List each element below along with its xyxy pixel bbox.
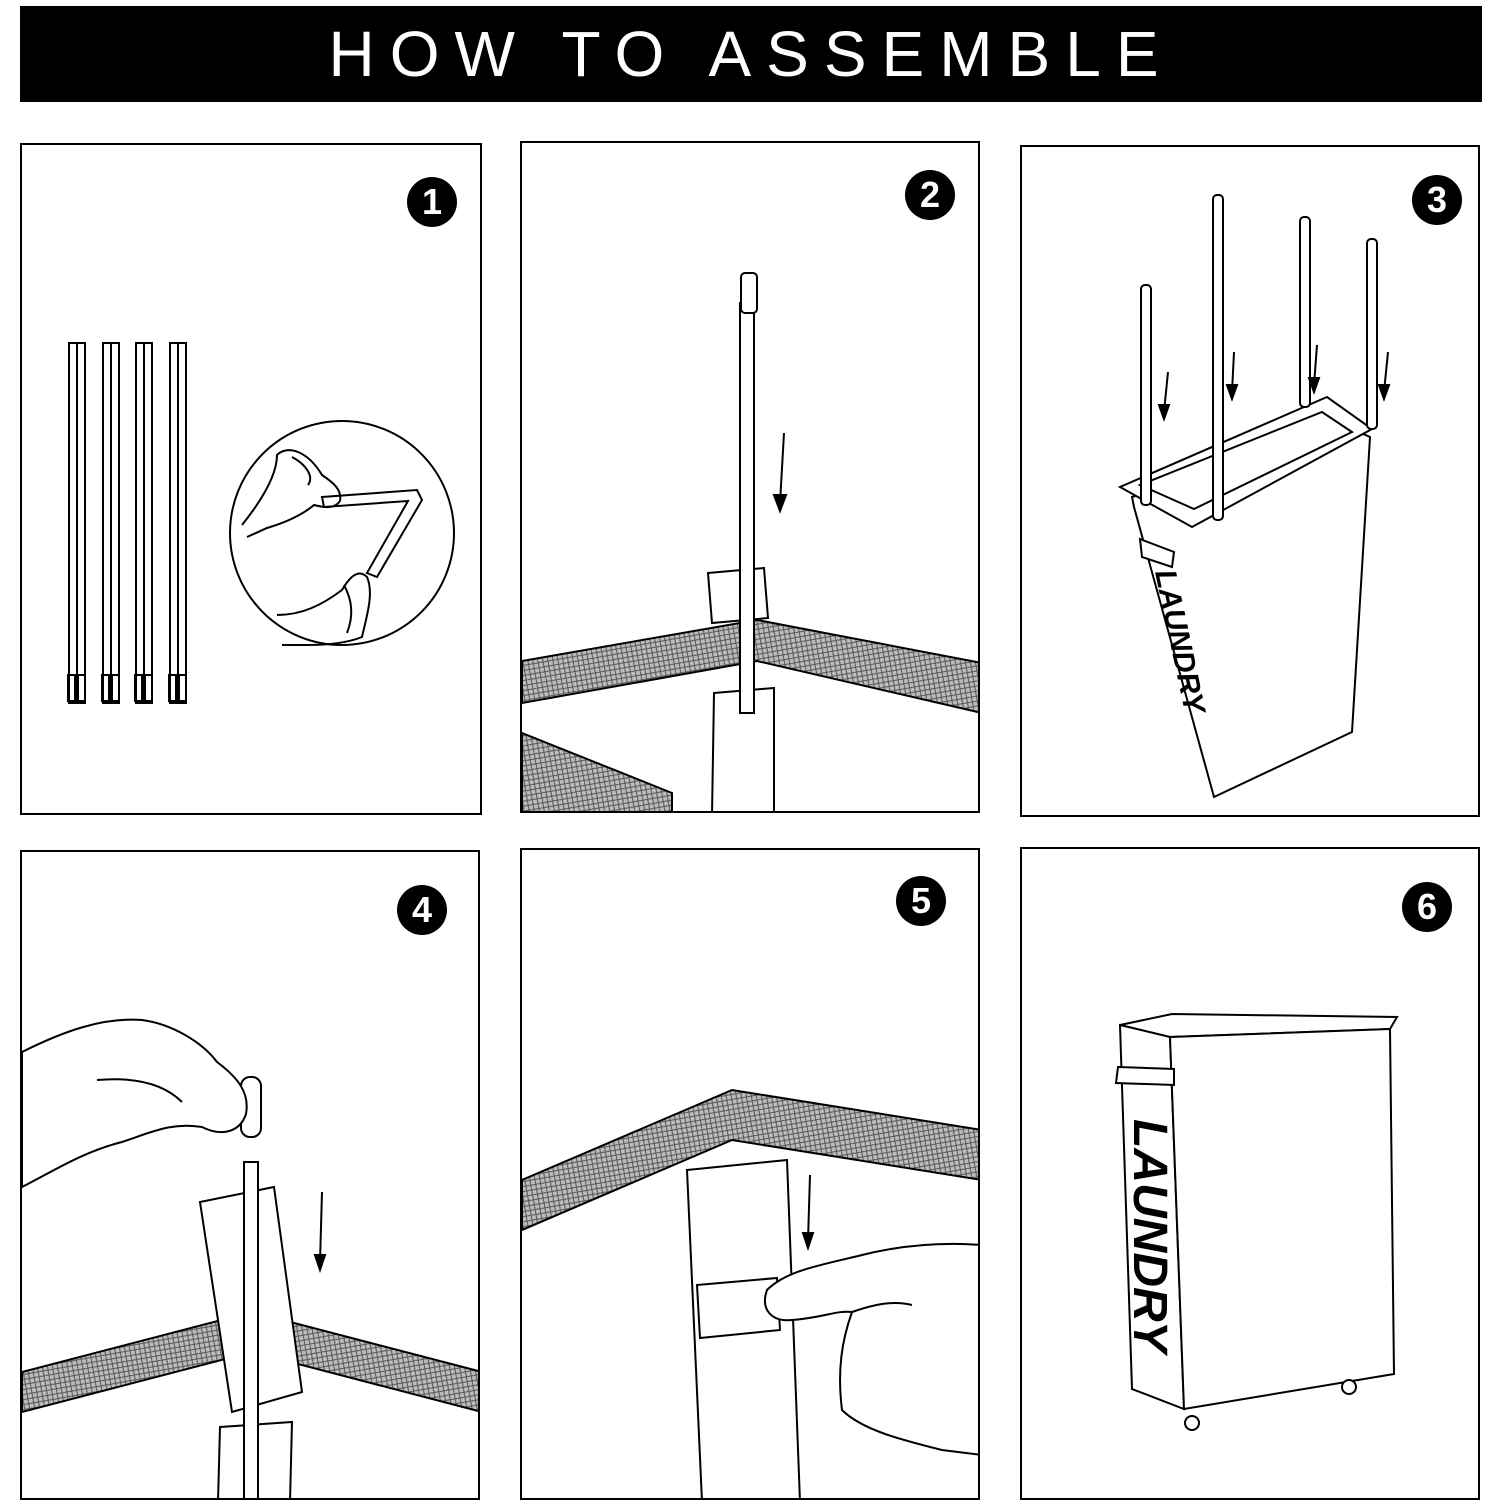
step-2-panel: 2 xyxy=(520,141,980,813)
down-arrow-icon xyxy=(1157,371,1171,422)
down-arrow-icon xyxy=(1377,351,1391,402)
step-number-badge: 3 xyxy=(1412,175,1462,225)
down-arrow-icon xyxy=(313,1191,327,1274)
rod-bundle xyxy=(101,342,120,704)
step-number-badge: 4 xyxy=(397,885,447,935)
mesh-rim xyxy=(522,1088,978,1232)
rod-bundle xyxy=(134,342,153,704)
page-title: HOW TO ASSEMBLE xyxy=(328,18,1174,90)
step-number-badge: 1 xyxy=(407,177,457,227)
detail-circle xyxy=(229,420,455,646)
bin-front xyxy=(1168,1027,1396,1411)
attach-velcro-illustration xyxy=(522,1088,978,1498)
step-3-panel: 3 LAUNDRY xyxy=(1020,145,1480,817)
step-4-panel: 4 xyxy=(20,850,480,1500)
header-banner: HOW TO ASSEMBLE xyxy=(20,6,1482,102)
step-1-panel: 1 xyxy=(20,143,482,815)
step-number-badge: 2 xyxy=(905,170,955,220)
rod-bundle xyxy=(168,342,187,704)
step-number-badge: 5 xyxy=(896,876,946,926)
down-arrow-icon xyxy=(1307,344,1321,395)
mesh-rim xyxy=(522,618,978,714)
step-5-panel: 5 xyxy=(520,848,980,1500)
finished-bin-illustration: LAUNDRY xyxy=(1114,1012,1399,1431)
down-arrow-icon xyxy=(801,1174,815,1252)
step-6-panel: 6 LAUNDRY xyxy=(1020,847,1480,1500)
pin-rod-illustration xyxy=(22,1018,478,1498)
bin-label: LAUNDRY xyxy=(1123,1119,1176,1357)
down-arrow-icon xyxy=(1225,351,1239,402)
step-number-badge: 6 xyxy=(1402,882,1452,932)
down-arrow-icon xyxy=(772,432,788,514)
bin-with-rods-illustration: LAUNDRY xyxy=(1117,194,1391,799)
rods-illustration xyxy=(67,342,455,704)
insert-rod-illustration xyxy=(522,272,978,811)
rod-bundle xyxy=(67,342,86,704)
